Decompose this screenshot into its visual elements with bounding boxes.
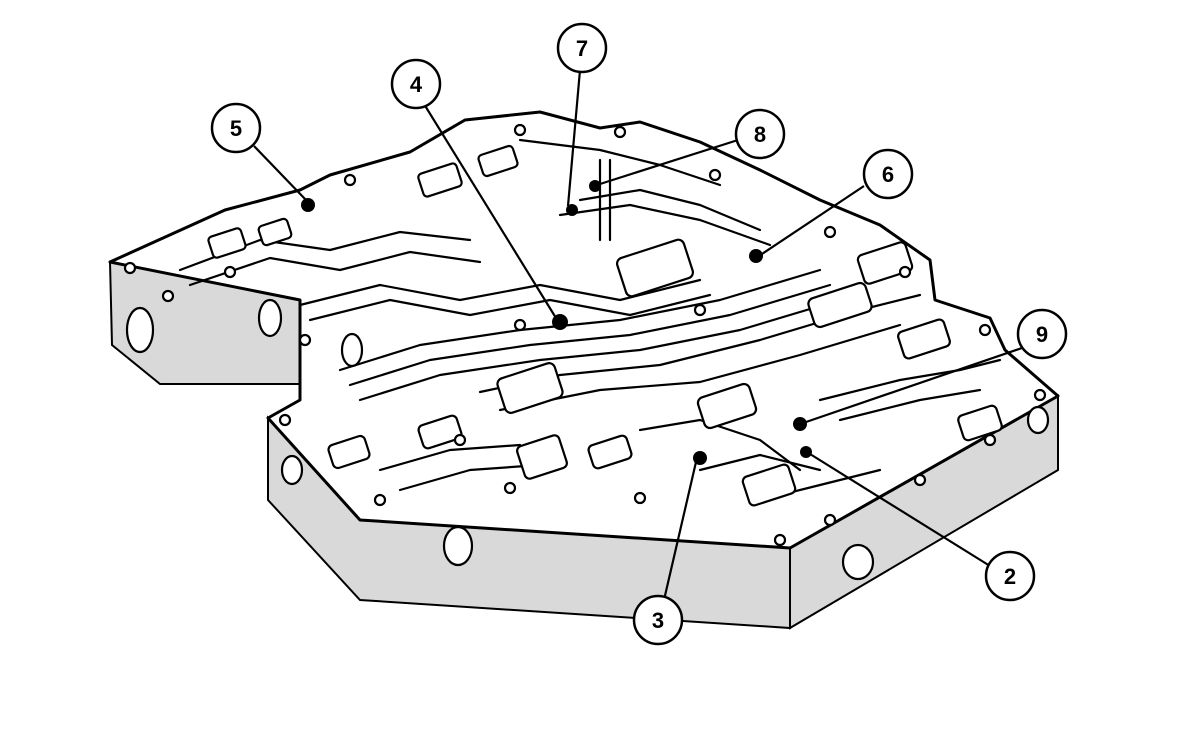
check-ball-9 xyxy=(793,417,807,431)
leader-9 xyxy=(805,346,1023,424)
check-ball-8 xyxy=(589,180,601,192)
check-ball-2 xyxy=(800,446,812,458)
leader-8 xyxy=(599,138,739,186)
callout-4: 4 xyxy=(390,58,442,110)
bore-hole xyxy=(442,525,474,567)
callout-5: 5 xyxy=(210,102,262,154)
callout-3: 3 xyxy=(632,594,684,646)
leader-3 xyxy=(662,461,698,601)
bore-hole xyxy=(125,306,155,354)
leader-2 xyxy=(809,453,991,567)
bore-hole xyxy=(340,332,364,368)
callout-label: 2 xyxy=(1004,564,1016,589)
leader-5 xyxy=(253,145,307,201)
valve-body-casting xyxy=(108,110,1060,630)
callout-9: 9 xyxy=(1016,308,1068,360)
callout-label: 7 xyxy=(576,36,588,61)
check-ball-5 xyxy=(301,198,315,212)
callouts: 5 4 7 8 6 9 2 3 xyxy=(210,22,1068,646)
callout-label: 9 xyxy=(1036,322,1048,347)
callout-6: 6 xyxy=(862,148,914,200)
check-ball-3 xyxy=(693,451,707,465)
bore-hole xyxy=(257,298,283,338)
check-ball-6 xyxy=(749,249,763,263)
leader-6 xyxy=(761,185,865,255)
callout-leaders xyxy=(253,69,1023,601)
callout-label: 6 xyxy=(882,162,894,187)
callout-label: 5 xyxy=(230,116,242,141)
callout-label: 8 xyxy=(754,122,766,147)
callout-label: 3 xyxy=(652,608,664,633)
callout-label: 4 xyxy=(410,72,423,97)
bore-hole xyxy=(841,543,875,581)
callout-7: 7 xyxy=(556,22,608,74)
leader-4 xyxy=(423,103,557,319)
bore-hole xyxy=(280,454,304,486)
callout-2: 2 xyxy=(984,550,1036,602)
check-ball-7 xyxy=(566,204,578,216)
bore-hole xyxy=(1026,405,1050,435)
callout-8: 8 xyxy=(734,108,786,160)
leader-7 xyxy=(566,69,582,207)
